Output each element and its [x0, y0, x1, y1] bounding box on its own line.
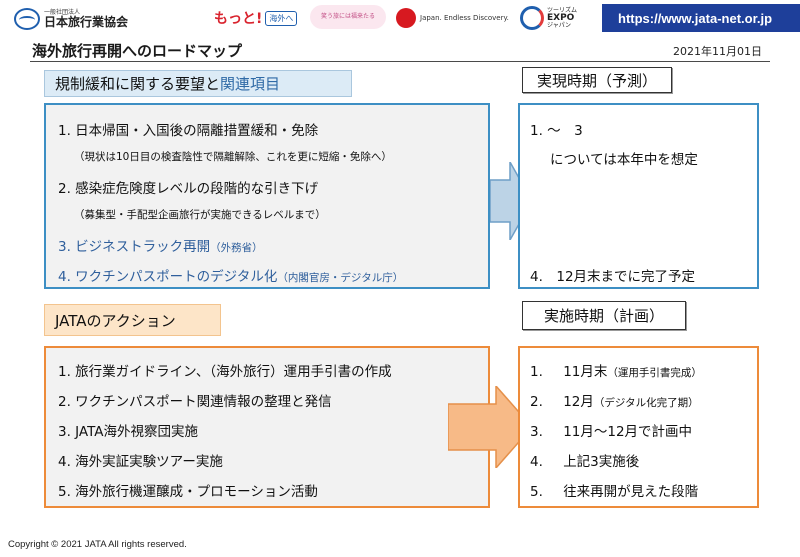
plan-item-5-num: 5.	[530, 484, 543, 500]
plan-item-5: 5. 往来再開が見えた段階	[530, 480, 698, 500]
title-divider	[30, 61, 770, 62]
action-item-5: 5. 海外旅行機運醸成・プロモーション活動	[58, 484, 318, 500]
expo-bottom: ジャパン	[547, 21, 572, 29]
copyright: Copyright © 2021 JATA All rights reserve…	[8, 539, 187, 550]
request-note-2: （募集型・手配型企画旅行が実施できるレベルまで）	[74, 209, 326, 221]
action-item-4: 4. 海外実証実験ツアー実施	[58, 454, 223, 470]
url-link[interactable]: https://www.jata-net.or.jp	[602, 4, 800, 32]
request-item-3-text: 3. ビジネストラック再開	[58, 239, 211, 255]
section1-label-prefix: 規制緩和に関する要望と	[55, 75, 221, 93]
request-item-4: 4. ワクチンパスポートのデジタル化（内閣官房・デジタル庁）	[58, 265, 403, 285]
japan-logo: Japan. Endless Discovery.	[396, 5, 509, 31]
header: 一般社団法人 日本旅行業協会 もっと! 海外へ 笑う旅には福来たる Japan.…	[0, 0, 800, 36]
plan-item-4: 4. 上記3実施後	[530, 450, 639, 470]
plan-box: 1. 11月末（運用手引書完成） 2. 12月（デジタル化完了期） 3. 11月…	[518, 346, 759, 508]
realize-item-1: 1. 〜 3	[530, 123, 583, 139]
action-item-2: 2. ワクチンパスポート関連情報の整理と発信	[58, 394, 332, 410]
request-item-4-note: （内閣官房・デジタル庁）	[277, 272, 404, 284]
expo-top: ツーリズム	[547, 6, 578, 14]
expo-circle-icon	[520, 6, 544, 30]
plan-item-1-num: 1.	[530, 364, 543, 380]
page-title: 海外旅行再開へのロードマップ	[32, 42, 243, 60]
plan-item-4-main: 上記3実施後	[563, 454, 640, 470]
plan-item-3: 3. 11月～12月で計画中	[530, 420, 692, 440]
plan-item-3-num: 3.	[530, 424, 543, 440]
request-item-4-text: 4. ワクチンパスポートのデジタル化	[58, 269, 278, 285]
section1-label: 規制緩和に関する要望と関連項目	[44, 70, 352, 97]
plan-item-2-note: （デジタル化完了期）	[593, 397, 699, 409]
jata-mark-icon	[14, 8, 40, 30]
jata-logo[interactable]: 一般社団法人 日本旅行業協会	[14, 6, 128, 32]
plan-item-1: 1. 11月末（運用手引書完成）	[530, 360, 702, 380]
request-item-3: 3. ビジネストラック再開（外務省）	[58, 235, 263, 255]
expo-mid: EXPO	[547, 12, 575, 23]
request-item-3-note: （外務省）	[210, 242, 263, 254]
action-item-1: 1. 旅行業ガイドライン、（海外旅行）運用手引書の作成	[58, 364, 392, 380]
realize-period-label: 実現時期（予測）	[522, 67, 672, 93]
plan-item-1-note: （運用手引書完成）	[607, 367, 702, 379]
realize-box: 1. 〜 3 については本年中を想定 4. 12月末までに完了予定	[518, 103, 759, 289]
org-sub: 一般社団法人	[44, 9, 81, 16]
plan-item-2-main: 12月	[563, 394, 594, 410]
plan-item-5-main: 往来再開が見えた段階	[563, 484, 699, 500]
section1-label-accent: 関連項目	[220, 75, 281, 93]
plan-item-2-num: 2.	[530, 394, 543, 410]
smile-logo: 笑う旅には福来たる	[310, 5, 386, 29]
plan-period-label: 実施時期（計画）	[522, 301, 686, 330]
actions-box: 1. 旅行業ガイドライン、（海外旅行）運用手引書の作成 2. ワクチンパスポート…	[44, 346, 490, 508]
realize-item-4: 4. 12月末までに完了予定	[530, 269, 696, 285]
request-note-1: （現状は10日目の検査陰性で隔離解除、これを更に短縮・免除へ）	[74, 151, 392, 163]
plan-item-1-main: 11月末	[563, 364, 608, 380]
motto-logo: もっと! 海外へ	[214, 5, 298, 31]
plan-item-2: 2. 12月（デジタル化完了期）	[530, 390, 699, 410]
section2-label: JATAのアクション	[44, 304, 221, 336]
action-item-3: 3. JATA海外視察団実施	[58, 424, 199, 440]
orange-arrow-icon	[448, 386, 532, 468]
request-item-1: 1. 日本帰国・入国後の隔離措置緩和・免除	[58, 123, 319, 139]
japan-text: Japan. Endless Discovery.	[420, 14, 509, 22]
japan-flower-icon	[396, 8, 416, 28]
motto-box: 海外へ	[265, 10, 298, 26]
smile-text: 笑う旅には福来たる	[320, 12, 375, 20]
request-item-2: 2. 感染症危険度レベルの段階的な引き下げ	[58, 181, 319, 197]
plan-item-3-main: 11月～12月で計画中	[563, 424, 693, 440]
realize-note-1: については本年中を想定	[550, 152, 698, 168]
org-name: 日本旅行業協会	[44, 15, 129, 29]
expo-logo: ツーリズム EXPO ジャパン	[520, 5, 577, 31]
requests-box: 1. 日本帰国・入国後の隔離措置緩和・免除 （現状は10日目の検査陰性で隔離解除…	[44, 103, 490, 289]
plan-item-4-num: 4.	[530, 454, 543, 470]
motto-red: もっと!	[214, 11, 263, 27]
date: 2021年11月01日	[673, 45, 762, 58]
